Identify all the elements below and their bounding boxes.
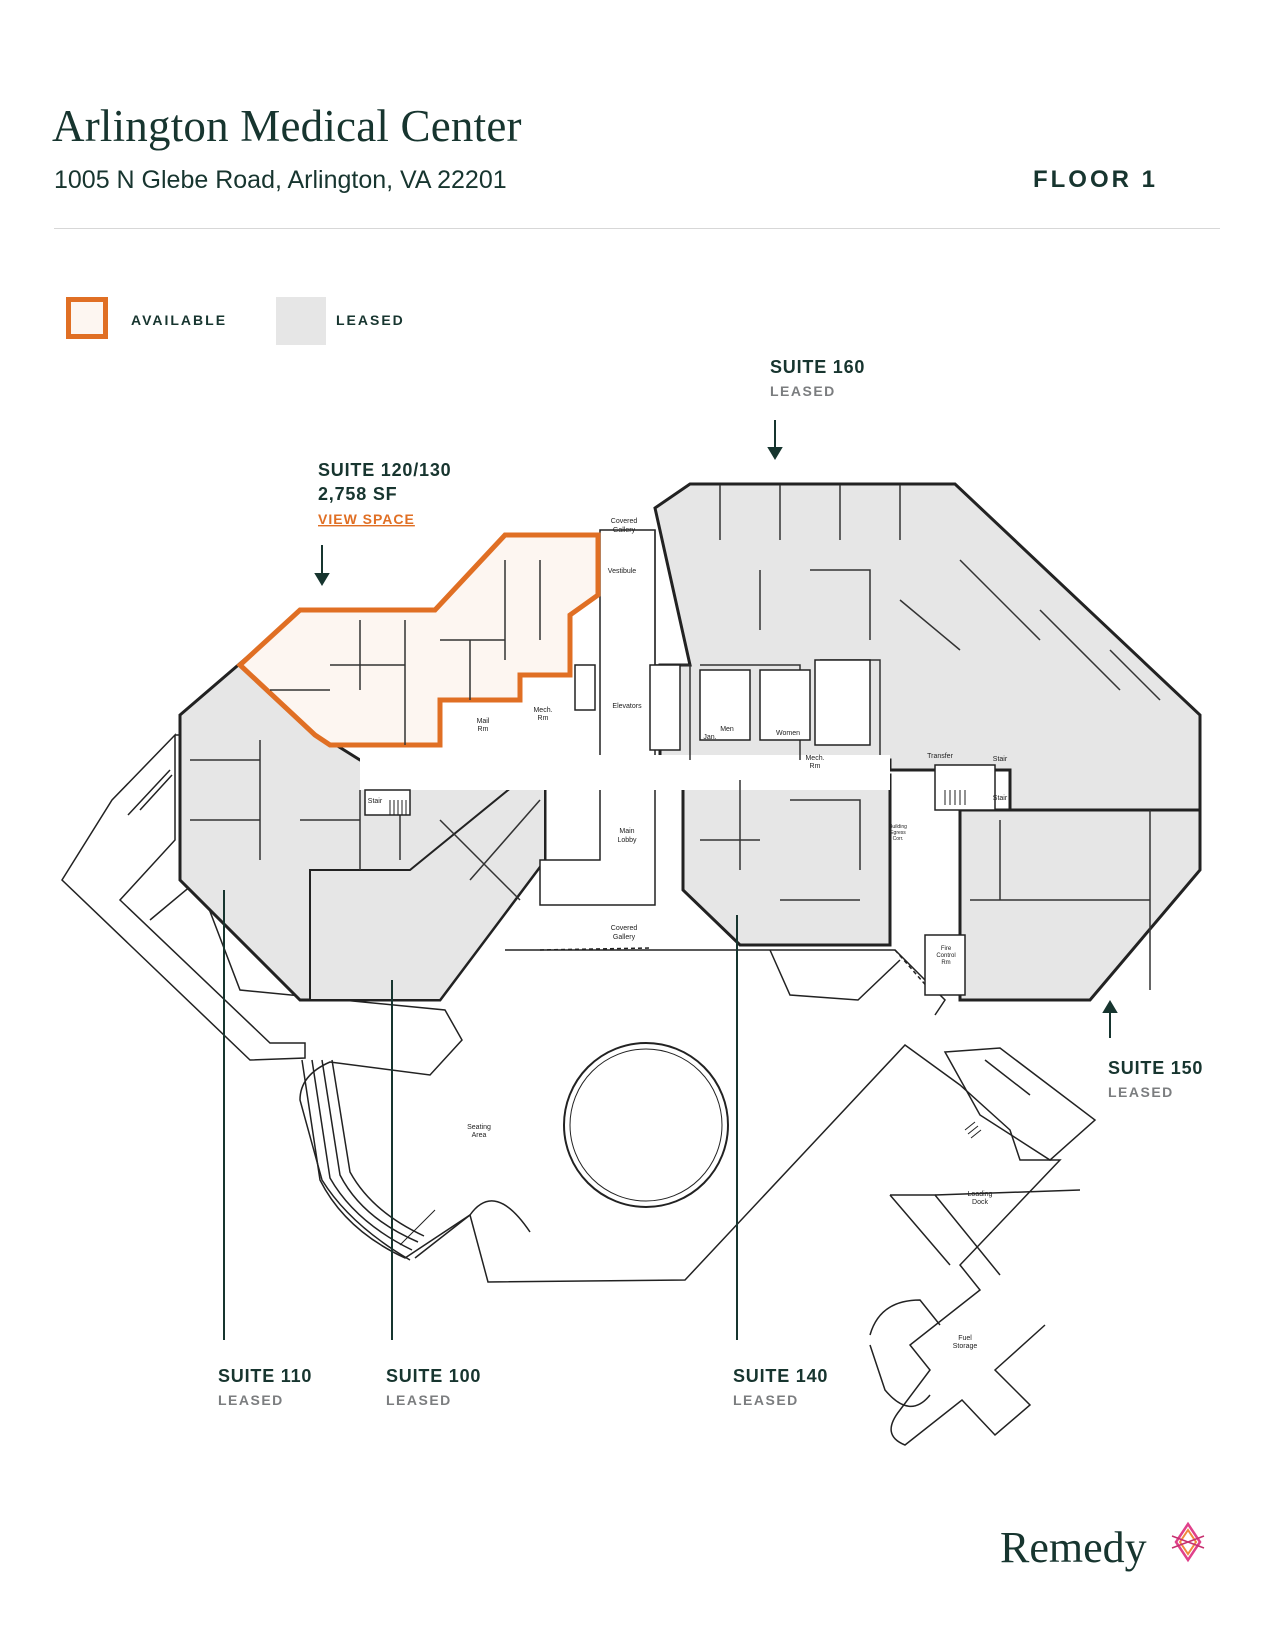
svg-text:Gallery: Gallery [613, 527, 636, 534]
suite-150-status: LEASED [1108, 1084, 1174, 1100]
suite-100-name: SUITE 100 [386, 1366, 481, 1386]
label-main-lobby: Main [619, 828, 634, 835]
label-fuel-storage: Fuel [958, 1335, 972, 1342]
label-fire-control: Fire [941, 946, 952, 952]
svg-text:Rm: Rm [810, 763, 821, 770]
suite-140-status: LEASED [733, 1392, 799, 1408]
suite-110-name: SUITE 110 [218, 1366, 312, 1386]
svg-text:Gallery: Gallery [613, 934, 636, 941]
site-outline [61, 733, 1097, 1446]
suite-140-name: SUITE 140 [733, 1366, 828, 1386]
label-transfer: Transfer [927, 753, 953, 760]
suite-120-130-area[interactable] [236, 532, 601, 748]
callout-arrows [223, 420, 1118, 1340]
core-rooms [364, 659, 996, 996]
suite-150-area [958, 808, 1202, 1002]
legend-leased-label: LEASED [336, 312, 405, 328]
suite-110-status: LEASED [218, 1392, 284, 1408]
label-covered-gallery-bottom: Covered [611, 925, 638, 932]
label-covered-gallery-top: Covered [611, 518, 638, 525]
seating-area-circle [563, 1042, 729, 1208]
label-stair-right-top: Stair [993, 756, 1008, 763]
label-stair-right-bottom: Stair [993, 795, 1008, 802]
svg-text:Rm: Rm [478, 726, 489, 733]
label-seating-area: Seating [467, 1124, 491, 1131]
svg-text:Corr.: Corr. [893, 836, 904, 842]
view-space-link[interactable]: VIEW SPACE [318, 511, 415, 527]
legend-leased-swatch [276, 297, 326, 345]
svg-text:Rm: Rm [941, 960, 950, 966]
remedy-logo-icon [1171, 1521, 1205, 1563]
label-men: Men [720, 726, 734, 733]
suite-100-status: LEASED [386, 1392, 452, 1408]
svg-text:Egress: Egress [890, 830, 906, 836]
label-mech-rm-center: Mech. [805, 755, 824, 762]
svg-text:Control: Control [936, 953, 955, 959]
svg-text:Lobby: Lobby [617, 837, 637, 844]
svg-text:Area: Area [472, 1132, 487, 1139]
floor-label: FLOOR 1 [1032, 166, 1158, 193]
label-elevators: Elevators [612, 703, 642, 710]
suite-160-status: LEASED [770, 383, 836, 399]
svg-text:Dock: Dock [972, 1199, 988, 1206]
page-title: Arlington Medical Center [52, 101, 522, 151]
interior-walls [190, 485, 1161, 990]
suite-150-name: SUITE 150 [1108, 1058, 1203, 1078]
label-jan: Jan. [703, 734, 716, 741]
label-vestibule: Vestibule [608, 568, 637, 575]
stairs [389, 790, 982, 1246]
label-women: Women [776, 730, 800, 737]
label-mech-rm-left: Mech. [533, 707, 552, 714]
legend-available-label: AVAILABLE [131, 312, 228, 328]
building-address: 1005 N Glebe Road, Arlington, VA 22201 [54, 166, 507, 194]
header-divider [54, 228, 1220, 229]
label-building-egress: Building [889, 824, 907, 830]
svg-text:Rm: Rm [538, 715, 549, 722]
suite-120-130-area-label: 2,758 SF [318, 484, 397, 504]
suite-160-name: SUITE 160 [770, 357, 865, 377]
suite-callouts: SUITE 120/130 2,758 SF VIEW SPACE SUITE … [218, 357, 1203, 1408]
legend-available-swatch [66, 297, 108, 339]
label-loading-dock: Loading [968, 1191, 993, 1198]
svg-text:Storage: Storage [953, 1343, 978, 1350]
label-stair-left: Stair [368, 798, 383, 805]
label-mail-rm: Mail [477, 718, 490, 725]
brand-name: Remedy [1000, 1523, 1147, 1572]
suite-120-130-name: SUITE 120/130 [318, 460, 451, 480]
